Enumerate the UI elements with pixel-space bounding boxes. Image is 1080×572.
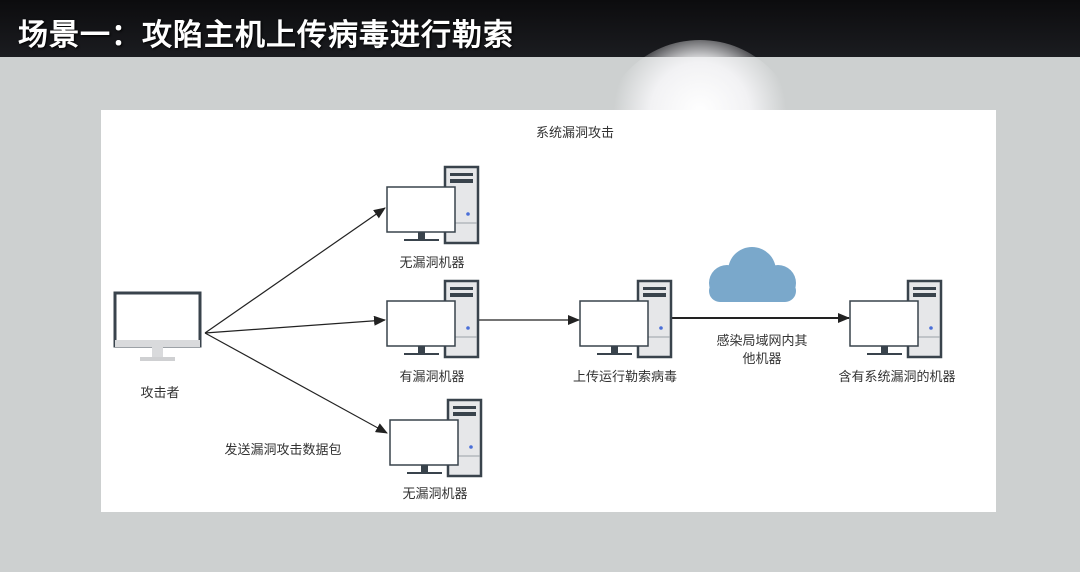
upload-label: 上传运行勒索病毒 xyxy=(573,370,677,385)
slide-title: 场景一：攻陷主机上传病毒进行勒索 xyxy=(18,18,514,53)
send-packet-label: 发送漏洞攻击数据包 xyxy=(224,442,341,458)
target-label: 含有系统漏洞的机器 xyxy=(838,369,955,385)
infect-label-line1: 感染局域网内其 xyxy=(716,333,807,349)
attacker-computer-icon xyxy=(113,291,202,361)
diagram-canvas xyxy=(101,110,996,512)
middle-machine-label: 有漏洞机器 xyxy=(399,369,464,385)
target-machine-icon xyxy=(848,279,943,359)
bottom-machine-label: 无漏洞机器 xyxy=(402,486,467,502)
top-machine-label: 无漏洞机器 xyxy=(399,255,464,271)
bottom-machine-icon xyxy=(388,398,483,478)
arrow-to-top xyxy=(204,207,386,334)
top-machine-icon xyxy=(385,165,480,245)
attacker-label: 攻击者 xyxy=(140,386,179,401)
arrow-to-middle xyxy=(204,315,386,334)
attack-arrows xyxy=(204,207,850,434)
diagram-title: 系统漏洞攻击 xyxy=(536,125,614,141)
arrow-to-bottom xyxy=(204,332,388,434)
infect-label-line2: 他机器 xyxy=(742,352,781,367)
upload-machine-icon xyxy=(578,279,673,359)
slide-header xyxy=(0,0,1080,57)
cloud-icon xyxy=(709,247,796,302)
middle-machine-icon xyxy=(385,279,480,359)
